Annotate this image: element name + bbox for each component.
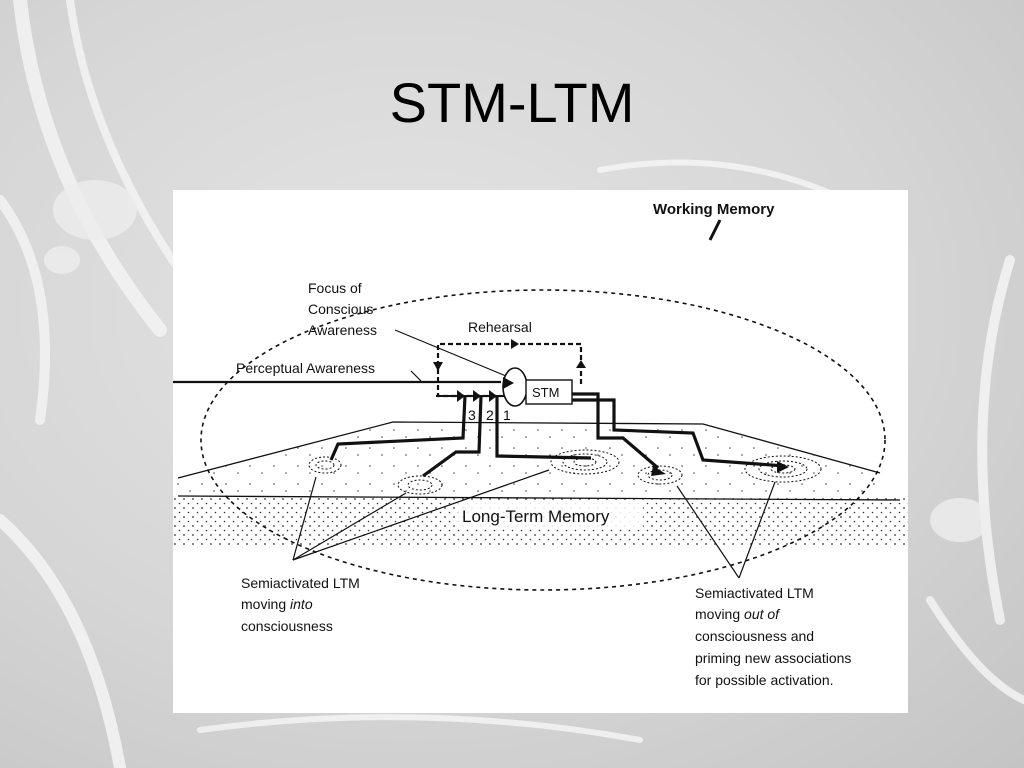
ripple-node-2-inner [407,479,433,491]
into-path-2 [422,395,483,478]
ltm-label-backdrop [458,502,643,528]
out-path-1 [572,392,660,470]
ripple-node-5 [744,455,822,483]
ripple-node-4-inner [647,469,673,481]
slot-number-2: 2 [486,407,494,423]
into-pointer-2 [292,492,407,561]
rehearsal-label: Rehearsal [468,319,532,335]
into-caption-prefix: moving [241,596,290,612]
out-caption-line-2: moving out of [695,606,781,622]
perceptual-pointer [410,370,422,382]
out-arrow-1 [651,466,666,476]
perceptual-awareness-label: Perceptual Awareness [236,360,375,376]
ripple-node-2 [397,475,443,495]
slot-number-1: 1 [503,407,511,423]
ripple-node-3-inner [573,457,597,467]
out-pointer-2 [738,481,776,579]
out-path-2 [572,398,786,468]
focus-label-line-3: Awareness [308,322,377,338]
into-caption-emphasis: into [290,596,313,612]
ripple-node-5-mid [758,460,808,478]
slot-arrow-2 [473,390,481,402]
focus-arrow [503,377,514,389]
ltm-top-line [177,495,901,501]
into-path-3 [495,396,592,460]
stm-label: STM [532,385,559,400]
out-caption-line-3: consciousness and [695,628,814,644]
ripple-node-1-inner [315,460,335,470]
into-pointer-1 [292,476,317,561]
ripple-node-1 [308,456,342,474]
out-caption-line-1: Semiactivated LTM [695,585,814,601]
out-caption-emphasis: out of [744,606,781,622]
ripple-node-5-inner [770,464,796,474]
out-arrow-2 [777,461,789,473]
focus-label-line-1: Focus of [308,280,362,296]
out-caption-prefix: moving [695,606,744,622]
focus-pointer [394,329,507,377]
rehearsal-arrow-top [511,339,519,349]
diagram-canvas: Working Memory Focus of Conscious Awaren… [173,201,908,688]
into-caption-line-3: consciousness [241,618,333,634]
slot-arrow-3 [457,390,465,402]
working-memory-ellipse [200,289,886,591]
slot-arrow-1 [489,390,497,402]
stm-box [525,379,573,405]
ripple-node-4 [637,465,683,485]
ltm-plane [173,422,880,498]
ripple-node-3-mid [562,453,608,471]
rehearsal-arrow-right [576,360,586,368]
out-caption-line-4: priming new associations [695,650,851,666]
ltm-label: Long-Term Memory [462,507,610,526]
slot-number-3: 3 [468,407,476,423]
into-path-1 [329,395,467,461]
ltm-plane-outline [177,421,881,479]
out-caption-line-5: for possible activation. [695,672,834,688]
out-pointer-1 [676,485,740,579]
into-pointer-3 [292,469,550,561]
slide-title: STM-LTM [389,71,635,134]
rehearsal-arrow-left [433,362,443,371]
into-caption-line-2: moving into [241,596,313,612]
stm-ltm-diagram: Working Memory Focus of Conscious Awaren… [173,190,908,713]
working-memory-label: Working Memory [653,201,775,218]
working-memory-pointer [708,219,722,241]
into-caption-line-1: Semiactivated LTM [241,575,360,591]
focus-label-line-2: Conscious [308,301,373,317]
ripple-node-3 [550,449,620,475]
